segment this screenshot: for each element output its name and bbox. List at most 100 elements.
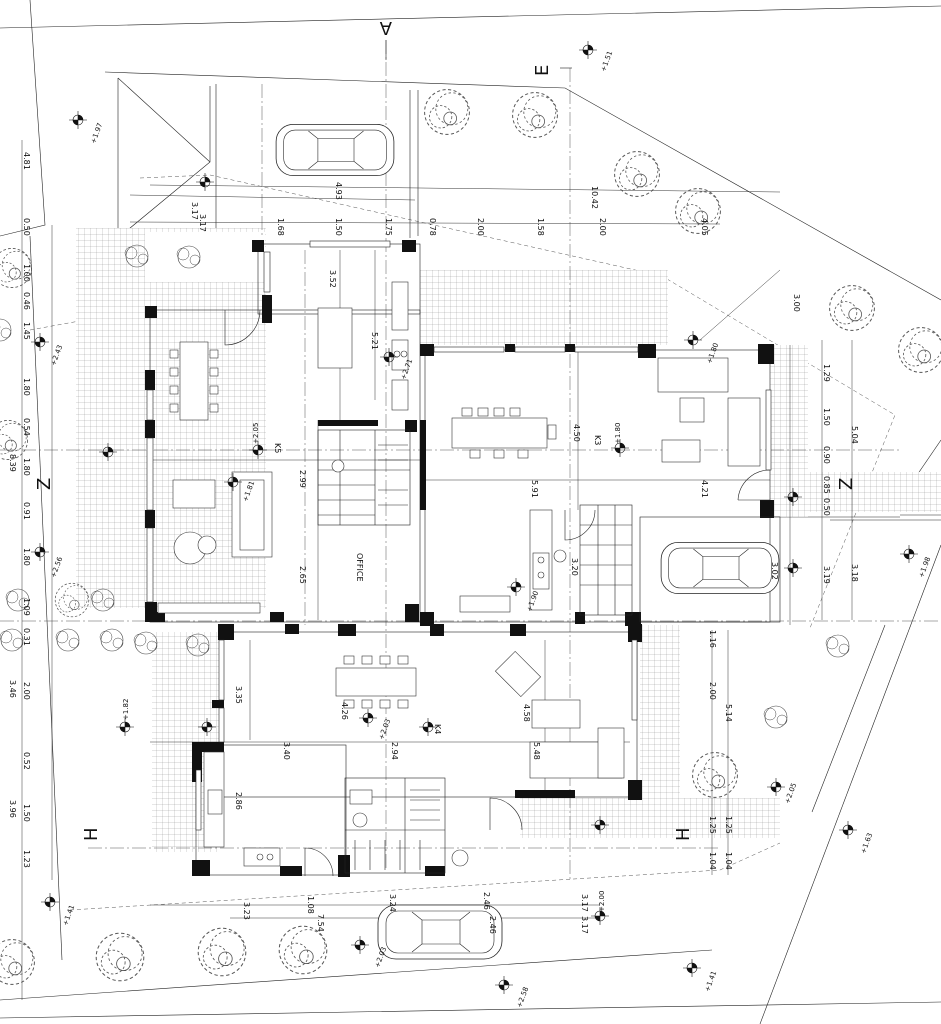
furniture xyxy=(157,281,761,867)
dim-label: 1.16 xyxy=(708,630,717,648)
level-label: +1.98 xyxy=(917,556,932,579)
room-label-k5: K5 xyxy=(273,443,282,453)
dim-label: 2.65 xyxy=(298,566,307,584)
dim-label: 7.54 xyxy=(316,914,325,932)
dim-label: 2.00 xyxy=(476,218,485,236)
dim-label: 3.96 xyxy=(8,800,17,818)
dim-label: 0.52 xyxy=(22,752,31,770)
dim-label: 3.00 xyxy=(792,294,801,312)
dim-label: 1.08 xyxy=(306,896,315,914)
dim-label: 1.68 xyxy=(276,218,285,236)
level-label: +2.43 xyxy=(49,344,64,367)
dim-label: 0.46 xyxy=(22,292,31,310)
dim-label: 3.19 xyxy=(822,566,831,584)
section-h-right: H xyxy=(673,827,694,841)
dim-label: 1.50 xyxy=(334,218,343,236)
level-label: +2.56 xyxy=(49,555,64,578)
level-label: +2.03 xyxy=(373,946,388,969)
dim-label: 3.46 xyxy=(8,680,17,698)
dim-label: 4.58 xyxy=(522,704,531,722)
dim-label: 3.40 xyxy=(282,742,291,760)
room-label-office: OFFICE xyxy=(355,553,364,582)
dim-label: 10.42 xyxy=(590,186,599,209)
dim-label: 3.17 xyxy=(198,214,207,232)
dim-label: 3.02 xyxy=(770,562,779,580)
walls xyxy=(145,240,781,877)
dim-label: 2.46 xyxy=(488,916,497,934)
section-a: A xyxy=(379,17,392,38)
room-label-k4: K4 xyxy=(433,724,442,734)
level-label: +1.63 xyxy=(859,832,874,855)
level-label: +1.41 xyxy=(61,904,76,927)
room-label-k3: K3 xyxy=(593,435,602,445)
level-label: +2.05 xyxy=(252,423,260,444)
dim-label: 1.09 xyxy=(22,598,31,616)
dim-label: 3.23 xyxy=(242,902,251,920)
level-label: +1.97 xyxy=(89,122,104,145)
section-h-left: H xyxy=(81,827,102,841)
section-z-right: Z xyxy=(836,478,857,490)
dim-label: 5.48 xyxy=(532,742,541,760)
dim-label: 5.91 xyxy=(530,480,539,498)
dim-label: 3.18 xyxy=(850,564,859,582)
dim-label: 0.85 xyxy=(822,476,831,494)
dim-label: 1.04 xyxy=(708,852,717,870)
level-label: +2.00 xyxy=(598,891,606,912)
dim-label: 1.04 xyxy=(724,852,733,870)
dim-label: 3.52 xyxy=(328,270,337,288)
dim-label: 0.91 xyxy=(22,502,31,520)
dim-label: 5.04 xyxy=(850,426,859,444)
section-markers: A E Z Z H H xyxy=(34,17,857,841)
dim-label: 3.24 xyxy=(388,894,397,912)
level-label: +2.03 xyxy=(377,718,392,741)
dim-label: 2.00 xyxy=(598,218,607,236)
level-label: +1.82 xyxy=(122,699,130,720)
doors xyxy=(224,309,771,877)
dim-label: 2.00 xyxy=(22,682,31,700)
dim-label: 2.86 xyxy=(234,792,243,810)
dim-label: 1.80 xyxy=(22,378,31,396)
dim-label: 0.31 xyxy=(22,628,31,646)
level-label: +1.80 xyxy=(614,423,622,444)
dim-label: 0.50 xyxy=(822,498,831,516)
dim-label: 2.00 xyxy=(708,682,717,700)
windows xyxy=(146,240,772,831)
dim-label: 4.05 xyxy=(700,218,709,236)
dim-label: 2.46 xyxy=(482,892,491,910)
dim-label: 4.26 xyxy=(340,702,349,720)
level-label: +2.58 xyxy=(515,986,530,1009)
dim-label: 1.23 xyxy=(22,850,31,868)
level-label: +1.41 xyxy=(703,970,718,993)
dim-label: 3.17 xyxy=(580,894,589,912)
dim-label: 3.17 xyxy=(190,202,199,220)
dim-label: 1.50 xyxy=(822,408,831,426)
dim-label: 3.35 xyxy=(234,686,243,704)
level-label: +1.51 xyxy=(599,50,614,73)
dim-label: 1.80 xyxy=(22,548,31,566)
dim-label: 4.21 xyxy=(700,480,709,498)
dim-label: 0.50 xyxy=(22,218,31,236)
section-e: E xyxy=(532,65,553,76)
section-z-left: Z xyxy=(34,478,55,490)
dimension-labels: 3.52 5.21 2.99 2.65 4.50 5.91 4.21 3.20 … xyxy=(8,152,859,934)
dim-label: 0.54 xyxy=(22,418,31,436)
dim-label: 1.45 xyxy=(22,322,31,340)
dim-label: 4.81 xyxy=(22,152,31,170)
stairs xyxy=(317,429,633,874)
dim-label: 5.14 xyxy=(724,704,733,722)
dim-label: 2.94 xyxy=(390,742,399,760)
dim-label: 0.90 xyxy=(822,446,831,464)
dim-label: 1.25 xyxy=(708,816,717,834)
dim-label: 1.80 xyxy=(22,458,31,476)
dim-label: 4.50 xyxy=(572,424,581,442)
dim-label: 0.78 xyxy=(428,218,437,236)
dim-label: 3.20 xyxy=(570,558,579,576)
dim-label: 1.29 xyxy=(822,364,831,382)
dim-label: 1.00 xyxy=(22,264,31,282)
dim-label: 5.21 xyxy=(370,332,379,350)
dim-label: 1.25 xyxy=(724,816,733,834)
dim-label: 3.17 xyxy=(580,916,589,934)
dim-label: 1.75 xyxy=(384,218,393,236)
